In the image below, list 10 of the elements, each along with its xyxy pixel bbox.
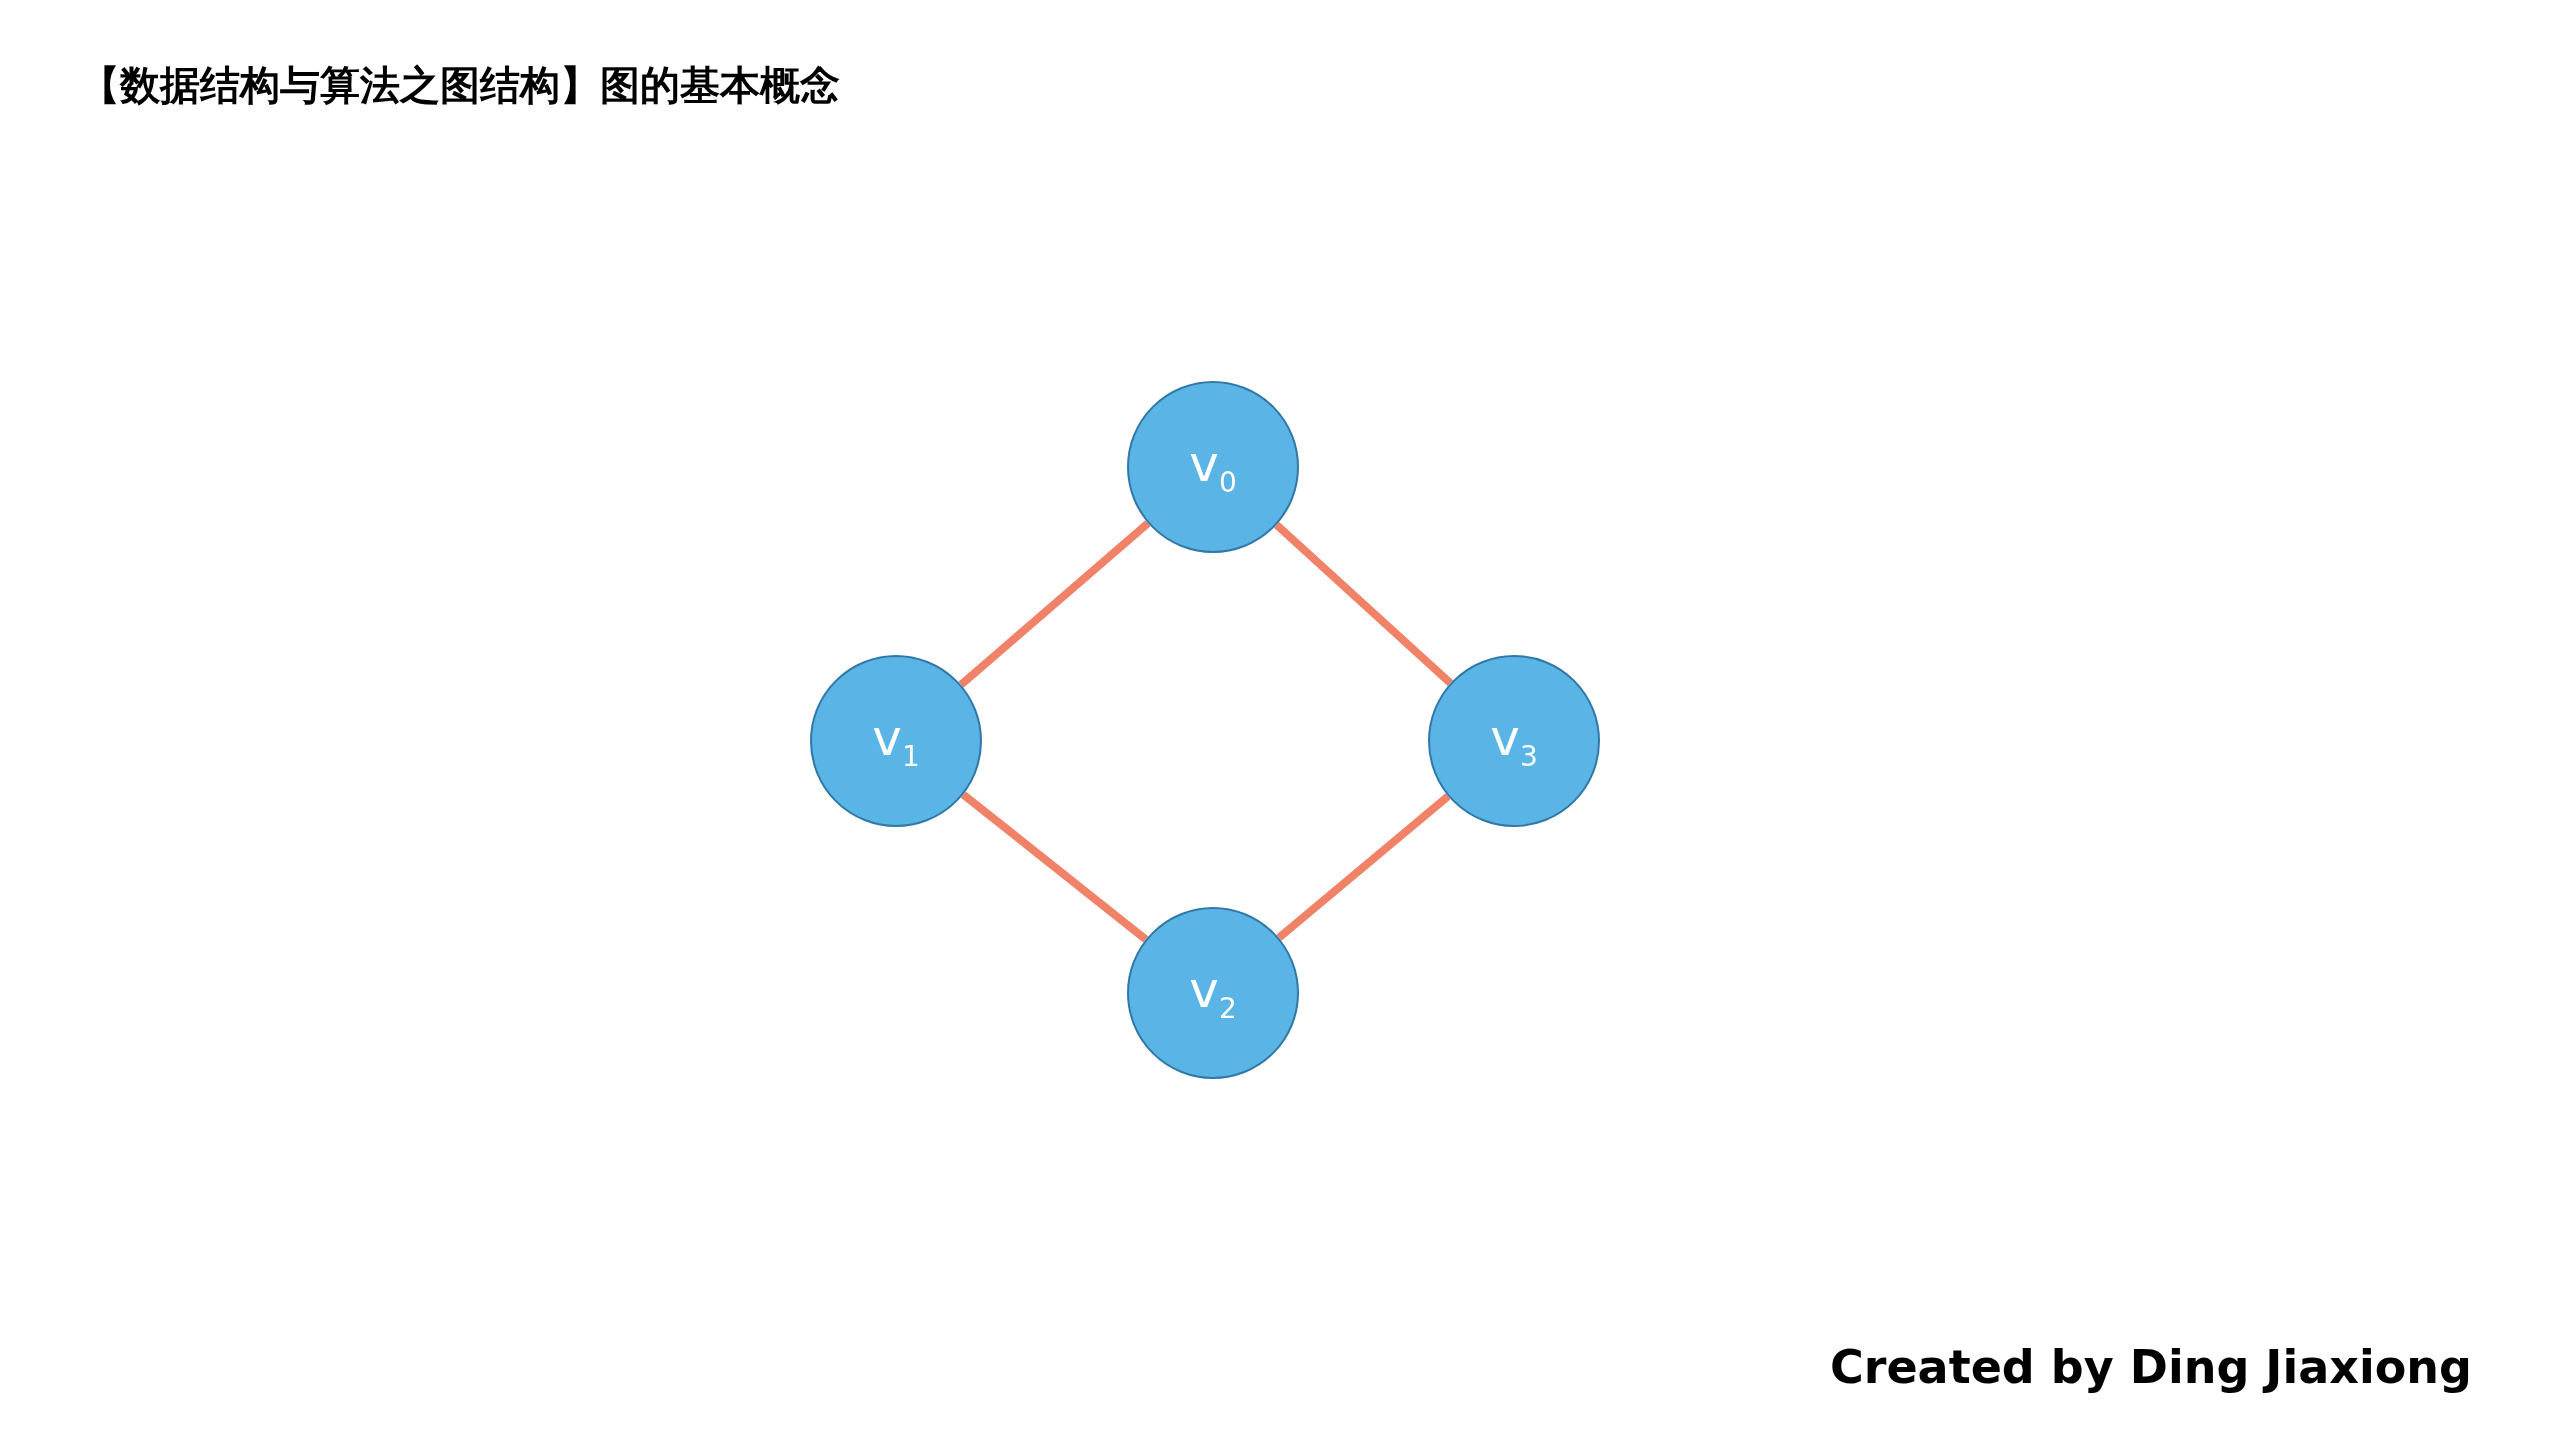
vertex-label: v$_{0}$ bbox=[1189, 435, 1237, 499]
title: 【数据结构与算法之图结构】图的基本概念 bbox=[80, 61, 840, 110]
edge-line bbox=[1276, 793, 1451, 941]
author-credit: Created by Ding Jiaxiong bbox=[1829, 1340, 2472, 1394]
vertex-label: v$_{1}$ bbox=[872, 709, 920, 773]
edge-line bbox=[958, 520, 1151, 688]
edge-line bbox=[1273, 521, 1454, 687]
edge-line bbox=[960, 791, 1149, 943]
vertex-label: v$_{2}$ bbox=[1189, 961, 1237, 1025]
vertex-label: v$_{3}$ bbox=[1490, 709, 1538, 773]
